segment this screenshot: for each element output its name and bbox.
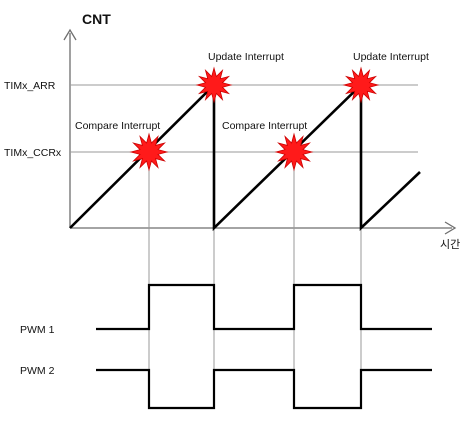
y-axis-label: CNT	[82, 11, 111, 27]
x-axis-arrow-icon	[444, 221, 457, 235]
x-axis-label: 시간	[440, 238, 460, 251]
update-burst-2-icon	[342, 66, 380, 104]
pwm2-label: PWM 2	[20, 365, 55, 377]
interrupt-bursts	[129, 66, 380, 172]
compare-interrupt-2-label: Compare Interrupt	[222, 120, 307, 132]
compare-interrupt-1-label: Compare Interrupt	[75, 120, 160, 132]
pwm1-waveform	[96, 283, 432, 331]
ccr-level-label: TIMx_CCRx	[4, 147, 62, 159]
pwm1-label: PWM 1	[20, 324, 55, 336]
compare-burst-1-icon	[129, 132, 169, 172]
arr-level-label: TIMx_ARR	[4, 80, 56, 92]
compare-burst-2-icon	[274, 132, 314, 172]
update-burst-1-icon	[195, 66, 233, 104]
pwm2-waveform	[96, 368, 432, 410]
axes	[63, 28, 457, 235]
update-interrupt-1-label: Update Interrupt	[208, 51, 284, 63]
counter-sawtooth	[69, 81, 421, 232]
y-axis-arrow-icon	[63, 28, 77, 41]
update-interrupt-2-label: Update Interrupt	[353, 51, 429, 63]
